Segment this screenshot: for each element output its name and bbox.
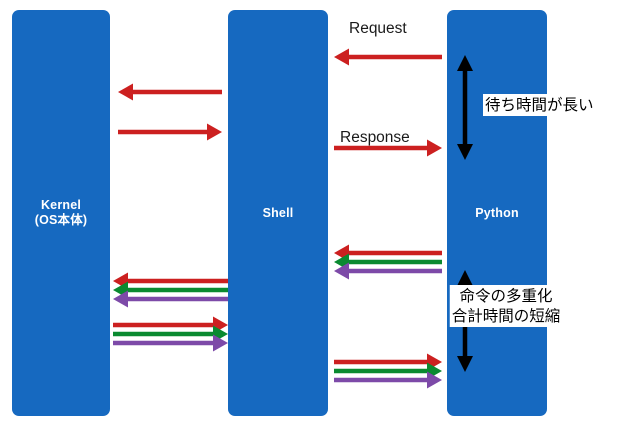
lane-python-label: Python [475,205,519,220]
arrow-ks-bundle-left-red [113,272,228,290]
annotation-wait-time-long: 待ち時間が長い [483,94,596,116]
flow-label-response: Response [340,129,410,146]
lane-shell: Shell [228,10,328,416]
lane-kernel: Kernel (OS本体) [12,10,110,416]
lane-shell-label: Shell [262,205,294,220]
arrow-kernel-shell-single-left [118,83,222,101]
arrow-sp-bundle-right-purple [334,371,442,389]
arrow-sp-bundle-left-red [334,244,442,262]
arrow-sp-bundle-left-purple [334,262,442,280]
lane-python: Python [447,10,547,416]
arrow-ks-bundle-left-green [113,281,228,299]
arrow-ks-bundle-right-purple [113,334,228,352]
lane-kernel-label: Kernel (OS本体) [34,198,88,227]
arrow-ks-bundle-right-red [113,316,228,334]
arrow-kernel-shell-single-right [118,123,222,141]
arrow-ks-bundle-left-purple [113,290,228,308]
arrow-shell-python-request [334,48,442,66]
arrow-ks-bundle-right-green [113,325,228,343]
annotation-multiplex-shorten: 命令の多重化 合計時間の短縮 [449,285,563,327]
arrow-sp-bundle-right-green [334,362,442,380]
flow-label-request: Request [349,20,407,37]
arrow-sp-bundle-left-green [334,253,442,271]
arrow-sp-bundle-right-red [334,353,442,371]
